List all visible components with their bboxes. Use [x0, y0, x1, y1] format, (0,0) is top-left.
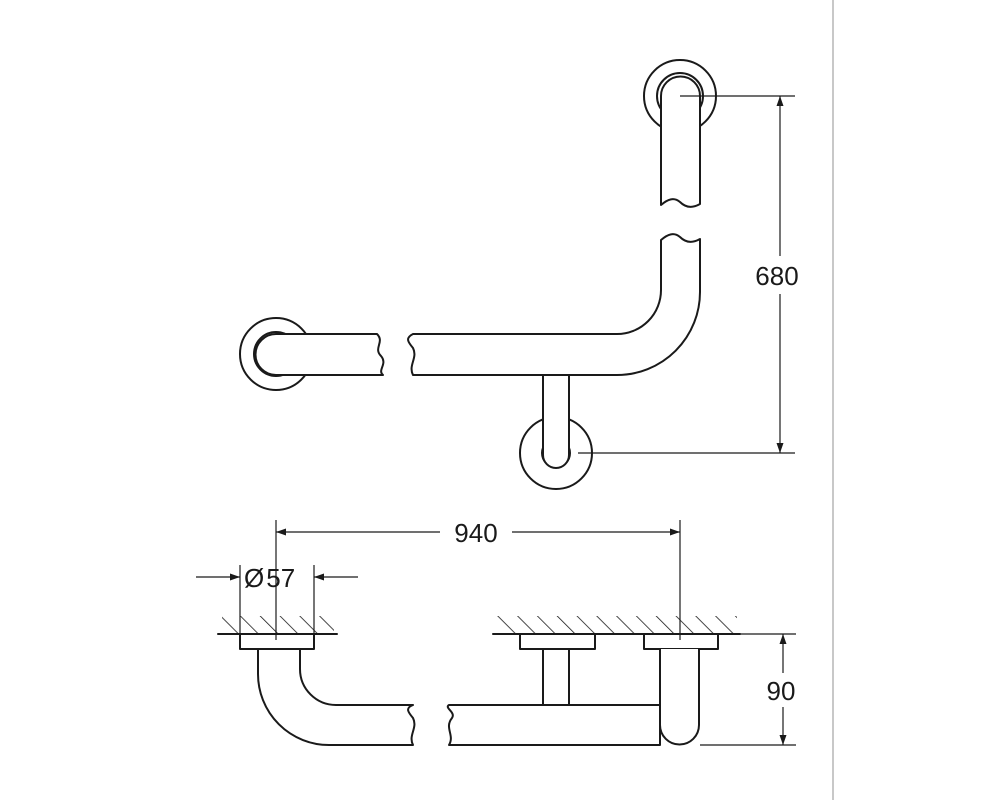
dimension-940: 940	[275, 514, 681, 640]
side-vertical-post	[659, 648, 700, 746]
diameter-dimension-label: Ø57	[244, 563, 295, 593]
horizontal-tube-left	[254, 333, 385, 376]
wall-left	[217, 616, 338, 635]
corner-bend-tube	[407, 233, 701, 376]
wall-right	[492, 616, 741, 635]
dimension-680: 680	[578, 95, 806, 454]
diameter-value: 57	[266, 563, 295, 593]
side-bend-tube	[257, 648, 416, 746]
diameter-symbol: Ø	[244, 563, 264, 593]
side-horizontal-tube	[446, 704, 661, 746]
side-support-strut	[542, 648, 570, 706]
dimension-diameter: Ø57	[196, 563, 358, 634]
dimension-90: 90	[700, 633, 804, 746]
vertical-tube-upper	[660, 75, 701, 208]
height-dimension-label: 680	[755, 261, 798, 291]
side-flange-left	[239, 633, 315, 650]
top-view: 680	[239, 59, 806, 490]
width-dimension-label: 940	[454, 518, 497, 548]
side-flange-middle	[519, 633, 596, 650]
depth-dimension-label: 90	[767, 676, 796, 706]
support-strut	[542, 374, 570, 469]
side-flange-right	[643, 633, 719, 650]
side-view: 940 Ø57 90	[196, 514, 804, 746]
